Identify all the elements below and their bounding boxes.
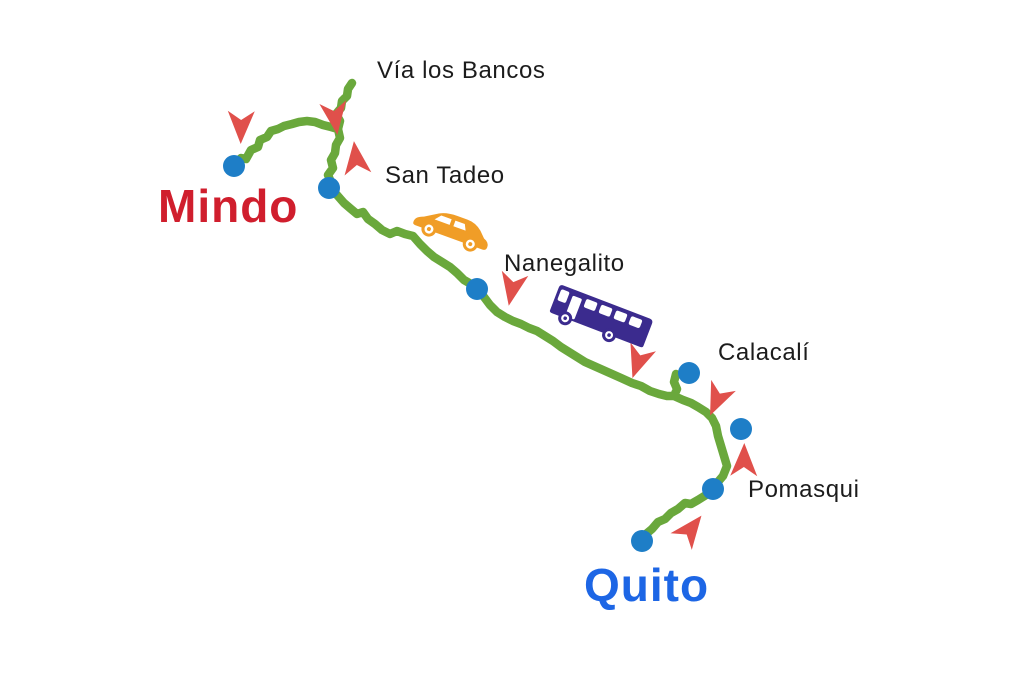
waypoint-dot-quito [631, 530, 653, 552]
waypoint-dot-mindo [223, 155, 245, 177]
place-label-san-tadeo: San Tadeo [385, 162, 505, 189]
navigation-arrow-icon [344, 141, 372, 176]
place-label-nanegalito: Nanegalito [504, 250, 625, 277]
navigation-arrows [227, 100, 758, 550]
waypoint-dot-pomasqui [702, 478, 724, 500]
route-path [229, 78, 732, 546]
waypoint-dots [223, 155, 752, 552]
city-label-quito: Quito [584, 559, 710, 611]
navigation-arrow-icon [227, 110, 255, 144]
navigation-arrow-icon [670, 515, 702, 550]
waypoint-dot-between-calacali-pomasqui [730, 418, 752, 440]
place-label-calacali: Calacalí [718, 339, 810, 366]
place-label-pomasqui: Pomasqui [748, 476, 860, 503]
car-icon [413, 213, 488, 252]
navigation-arrow-icon [630, 342, 656, 379]
navigation-arrow-icon [730, 443, 758, 477]
waypoint-dot-san-tadeo [318, 177, 340, 199]
city-label-mindo: Mindo [158, 180, 299, 232]
waypoint-dot-calacali [678, 362, 700, 384]
bus-icon [549, 285, 653, 348]
navigation-arrow-icon [501, 270, 529, 306]
navigation-arrow-icon [710, 379, 736, 416]
waypoint-dot-nanegalito [466, 278, 488, 300]
place-label-via-los-bancos: Vía los Bancos [377, 57, 546, 84]
navigation-arrow-icon [319, 100, 347, 135]
